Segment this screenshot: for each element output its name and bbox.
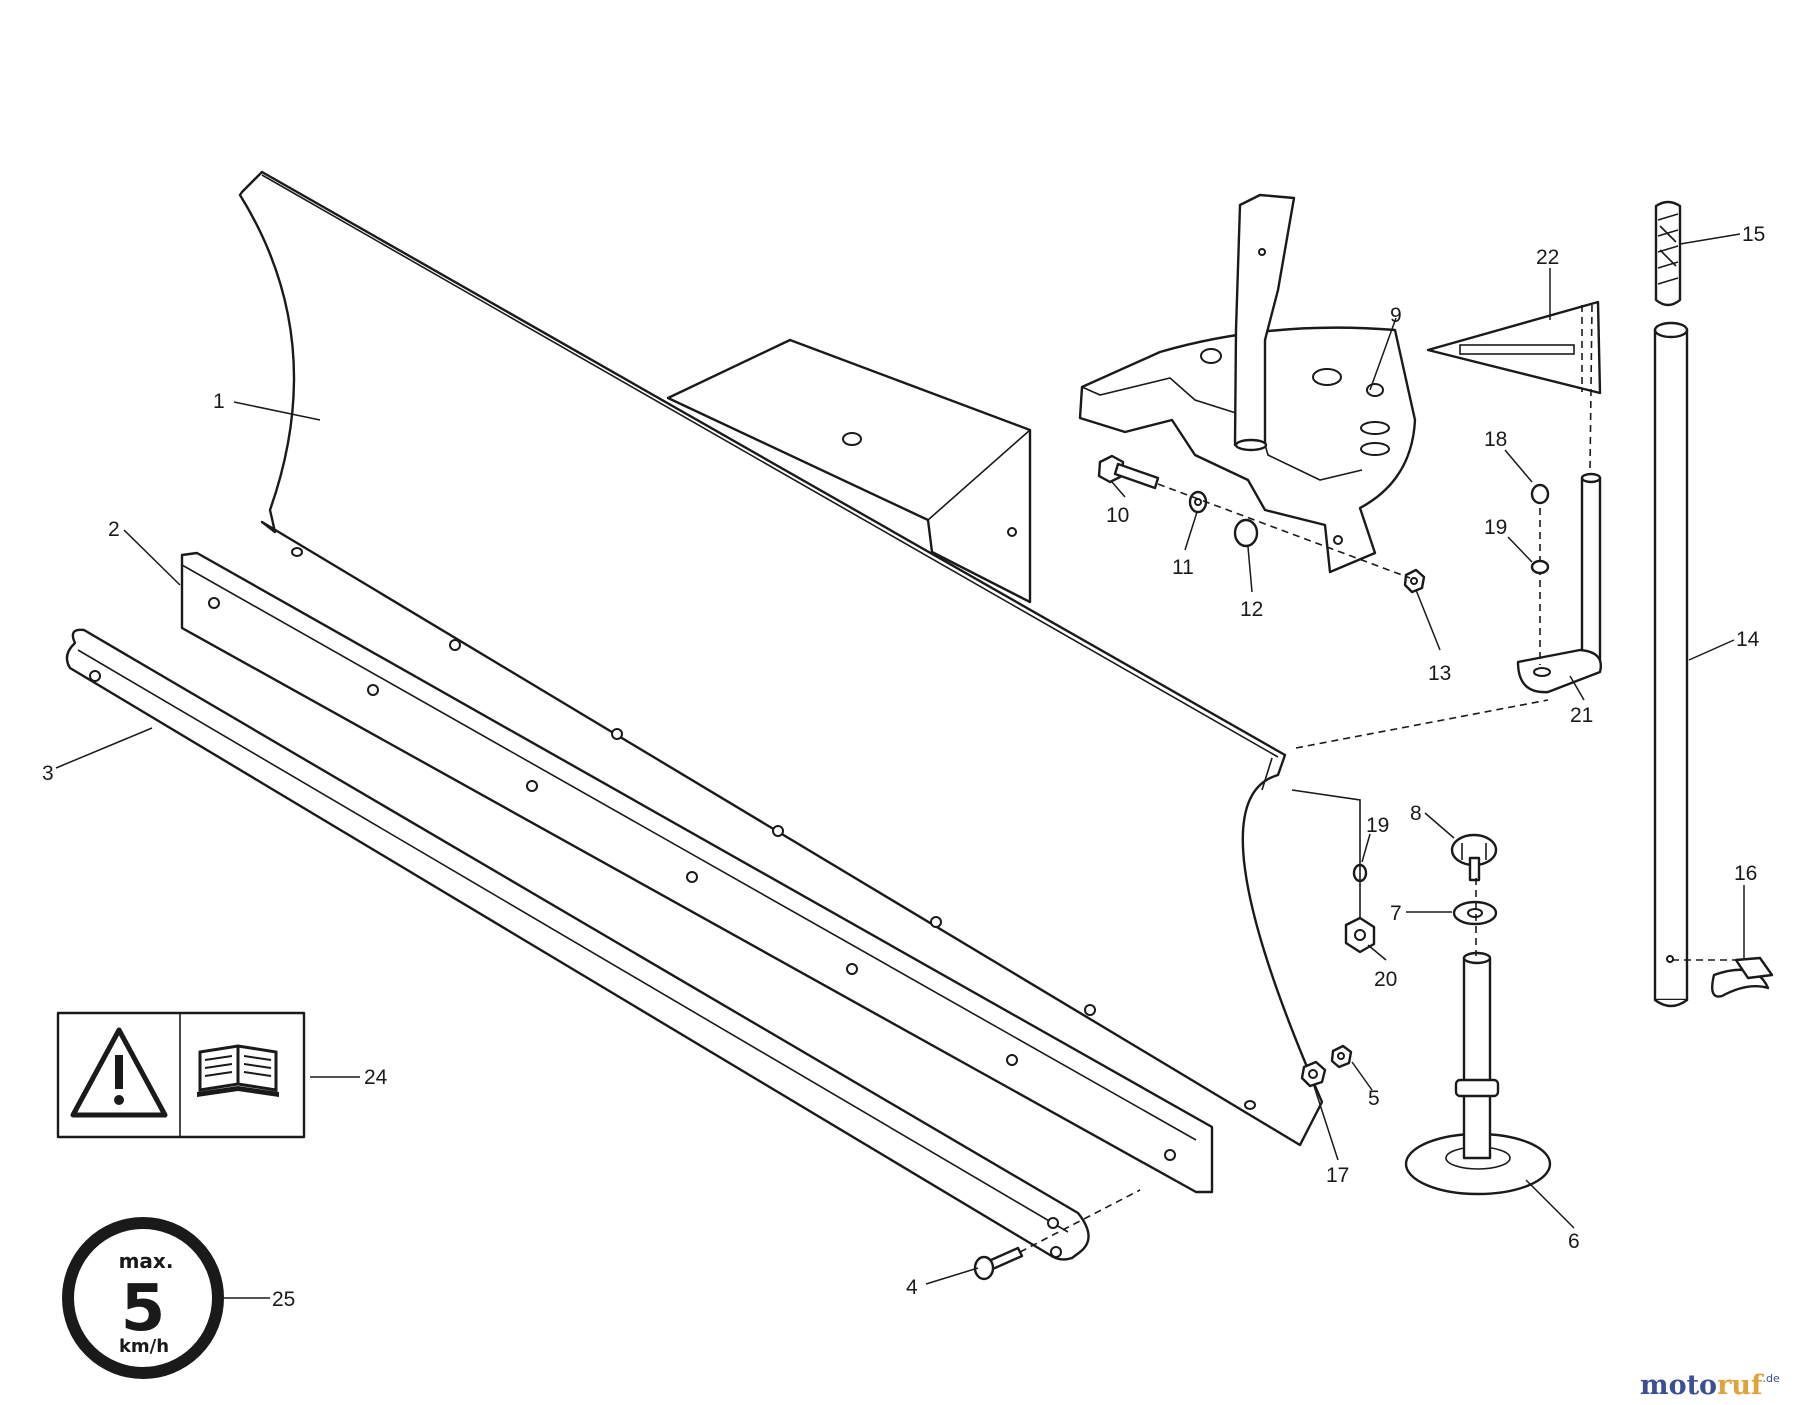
part-label-22: 22: [1536, 246, 1559, 269]
part-label-18: 18: [1484, 428, 1507, 451]
scraper-bar-part-3: [65, 628, 1090, 1261]
blade-part-1: [238, 170, 1324, 1147]
axis-line-bracket-bolt: [1157, 483, 1411, 579]
washer-part-7: [1452, 900, 1498, 926]
axis-line-blade-to-nut: [1291, 789, 1361, 918]
axis-line-blade-to-pin: [1295, 699, 1549, 749]
part-label-9: 9: [1390, 304, 1402, 327]
pin-part-8: [1450, 833, 1498, 882]
part-label-1: 1: [213, 390, 225, 413]
washer-part-11: [1188, 490, 1208, 514]
speed-sign-value: 5: [121, 1272, 166, 1346]
nut-part-13: [1403, 568, 1426, 594]
part-label-12: 12: [1240, 598, 1263, 621]
part-label-20: 20: [1374, 968, 1397, 991]
part-label-10: 10: [1106, 504, 1129, 527]
part-label-7: 7: [1390, 902, 1402, 925]
nut-part-17: [1300, 1060, 1327, 1088]
part-label-4: 4: [906, 1276, 918, 1299]
speed-sign-unit: km/h: [119, 1336, 169, 1357]
part-label-16: 16: [1734, 862, 1757, 885]
skid-shoe-part-6: [1404, 951, 1552, 1196]
manual-book-icon: [197, 1044, 279, 1097]
part-label-13: 13: [1428, 662, 1451, 685]
part-label-11: 11: [1172, 556, 1194, 579]
part-label-25: 25: [272, 1288, 295, 1311]
bolt-part-4: [973, 1189, 1141, 1281]
handle-rod-part-14: [1653, 321, 1689, 1008]
nut-part-5: [1330, 1044, 1353, 1069]
l-pin-part-21: [1516, 472, 1602, 694]
watermark-suffix: .de: [1763, 1372, 1780, 1385]
watermark-part2: ruf: [1717, 1370, 1765, 1401]
triangle-plate-part-22: [1426, 300, 1602, 471]
part-label-8: 8: [1410, 802, 1422, 825]
wear-strip-part-2: [180, 551, 1214, 1194]
part-label-3: 3: [42, 762, 54, 785]
watermark-part1: moto: [1640, 1370, 1717, 1401]
clip-part-16: [1672, 956, 1774, 998]
washer-part-19-upper: [1530, 559, 1550, 575]
watermark-logo: motoruf.de: [1640, 1370, 1780, 1401]
part-label-5: 5: [1368, 1087, 1380, 1110]
part-label-17: 17: [1326, 1164, 1349, 1187]
ring-part-18: [1530, 483, 1550, 505]
part-label-19-upper: 19: [1484, 516, 1507, 539]
svg-text:motoruf.de: motoruf.de: [1640, 1370, 1780, 1401]
speed-sign-max: max.: [119, 1249, 174, 1273]
part-label-15: 15: [1742, 223, 1765, 246]
part-number-labels: 1 2 3 4 5 6 7 8 9 10 11 12 13 14 15 16 1…: [42, 223, 1765, 1311]
part-label-19-lower: 19: [1366, 814, 1389, 837]
part-label-21: 21: [1570, 704, 1593, 727]
part-label-14: 14: [1736, 628, 1760, 651]
warning-panel-part-24: [56, 1011, 306, 1139]
warning-triangle-icon: [70, 1027, 168, 1118]
speed-limit-sign-part-25: max. 5 km/h: [62, 1217, 224, 1379]
mount-plate-part-9: [1078, 193, 1417, 574]
part-label-6: 6: [1568, 1230, 1580, 1253]
bolt-part-10: [1097, 454, 1160, 490]
grip-part-15: [1654, 200, 1682, 307]
spacer-part-12: [1233, 518, 1259, 548]
part-label-2: 2: [108, 518, 120, 541]
part-label-24: 24: [364, 1066, 388, 1089]
leader-lines: [55, 233, 1745, 1299]
